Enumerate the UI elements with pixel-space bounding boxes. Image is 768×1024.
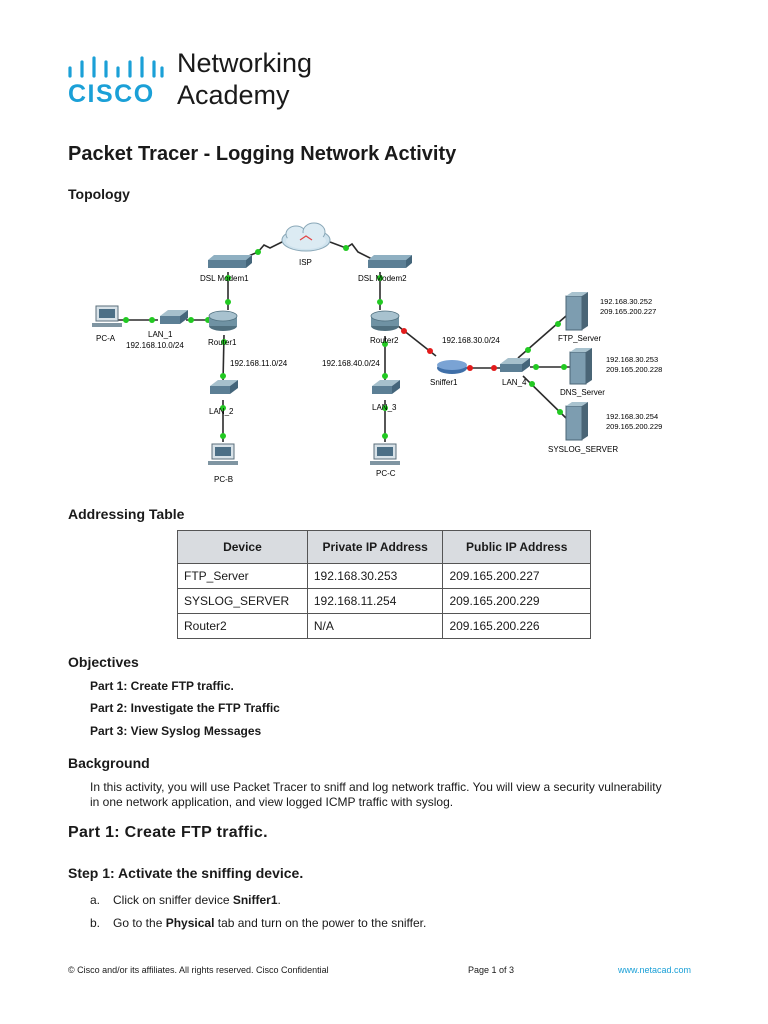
server-icon xyxy=(569,348,592,385)
objective-item: Part 3: View Syslog Messages xyxy=(90,724,262,738)
column-header: Device xyxy=(177,530,308,564)
objectives-heading: Objectives xyxy=(68,654,139,670)
lan3-label: LAN_3 xyxy=(372,403,397,412)
cloud-icon xyxy=(281,222,331,252)
table-cell: 209.165.200.227 xyxy=(442,563,591,589)
step-item-text: tab and turn on the power to the sniffer… xyxy=(214,916,427,930)
part1-heading: Part 1: Create FTP traffic. xyxy=(68,824,268,841)
dsl-modem2-label: DSL Modem2 xyxy=(358,274,407,283)
switch-icon xyxy=(500,358,530,372)
footer-website-link[interactable]: www.netacad.com xyxy=(618,965,692,975)
syslog-ip2-label: 209.165.200.229 xyxy=(606,422,662,431)
syslog-ip1-label: 192.168.30.254 xyxy=(606,412,658,421)
objective-item: Part 2: Investigate the FTP Traffic xyxy=(90,701,280,715)
pc-icon xyxy=(370,443,400,465)
switch-icon xyxy=(210,380,238,394)
column-header: Private IP Address xyxy=(306,530,444,564)
logo-academy-text: Academy xyxy=(177,80,290,110)
topology-heading: Topology xyxy=(68,186,130,202)
step-item: a. Click on sniffer device Sniffer1. xyxy=(90,893,281,907)
dsl-modem1-label: DSL Modem1 xyxy=(200,274,249,283)
ftp-server-label: FTP_Server xyxy=(558,334,601,343)
sniffer-icon xyxy=(437,360,467,374)
dns-server-label: DNS_Server xyxy=(560,388,605,397)
server-icon xyxy=(565,402,588,441)
cisco-wordmark: CISCO xyxy=(68,80,155,108)
lan1-label: LAN_1 xyxy=(148,330,173,339)
column-header: Public IP Address xyxy=(442,530,591,564)
dns-ip1-label: 192.168.30.253 xyxy=(606,355,658,364)
cisco-bars-logo-icon xyxy=(68,56,164,78)
pc-c-label: PC-C xyxy=(376,469,396,478)
switch-icon xyxy=(372,380,400,394)
step-item-text: Click on sniffer device xyxy=(113,893,233,907)
router2-label: Router2 xyxy=(370,336,399,345)
ftp-ip1-label: 192.168.30.252 xyxy=(600,297,652,306)
table-row: Router2 N/A 209.165.200.226 xyxy=(177,613,591,639)
pc-a-label: PC-A xyxy=(96,334,116,343)
document-title: Packet Tracer - Logging Network Activity xyxy=(68,143,457,165)
table-cell: N/A xyxy=(306,613,444,639)
background-line: In this activity, you will use Packet Tr… xyxy=(90,780,662,794)
table-cell: 209.165.200.229 xyxy=(442,588,591,614)
table-cell: FTP_Server xyxy=(177,563,308,589)
addressing-table-heading: Addressing Table xyxy=(68,506,185,522)
link-isp-modem2 xyxy=(329,241,379,263)
background-heading: Background xyxy=(68,755,150,771)
table-row: FTP_Server 192.168.30.253 209.165.200.22… xyxy=(177,563,591,589)
lan1-network-label: 192.168.10.0/24 xyxy=(126,341,184,350)
footer-copyright: © Cisco and/or its affiliates. All right… xyxy=(68,965,329,975)
lan4-network-label: 192.168.30.0/24 xyxy=(442,336,500,345)
table-cell: 192.168.11.254 xyxy=(306,588,444,614)
lan4-label: LAN_4 xyxy=(502,378,527,387)
router-icon xyxy=(208,310,238,331)
step-item-label: a. xyxy=(90,893,101,907)
server-icon xyxy=(565,292,588,331)
background-line: in one network application, and view log… xyxy=(90,795,454,809)
step-item-text: . xyxy=(277,893,281,907)
step-item-bold: Physical xyxy=(165,916,215,930)
lan2-label: LAN_2 xyxy=(209,407,234,416)
objective-item: Part 1: Create FTP traffic. xyxy=(90,679,234,693)
table-row: SYSLOG_SERVER 192.168.11.254 209.165.200… xyxy=(177,588,591,614)
dns-ip2-label: 209.165.200.228 xyxy=(606,365,662,374)
table-cell: 192.168.30.253 xyxy=(306,563,444,589)
router2-network-label: 192.168.40.0/24 xyxy=(322,359,380,368)
step-item-bold: Sniffer1 xyxy=(232,893,278,907)
sniffer1-label: Sniffer1 xyxy=(430,378,458,387)
footer-page-number: Page 1 of 3 xyxy=(468,965,515,975)
modem-icon xyxy=(368,255,412,268)
ftp-ip2-label: 209.165.200.227 xyxy=(600,307,656,316)
topology-diagram: ISP DSL Modem1 DSL Modem2 Router1 192.16… xyxy=(92,222,662,484)
addressing-table: Device Private IP Address Public IP Addr… xyxy=(177,530,591,639)
switch-icon xyxy=(160,310,188,324)
table-header-row: Device Private IP Address Public IP Addr… xyxy=(177,530,591,564)
step-item: b. Go to the Physical tab and turn on the… xyxy=(90,916,426,930)
pc-icon xyxy=(92,305,122,327)
step-item-label: b. xyxy=(90,916,101,930)
router1-network-label: 192.168.11.0/24 xyxy=(230,359,288,368)
pc-b-label: PC-B xyxy=(214,475,233,484)
step-item-text: Go to the xyxy=(113,916,166,930)
table-cell: Router2 xyxy=(177,613,308,639)
isp-label: ISP xyxy=(299,258,312,267)
table-cell: 209.165.200.226 xyxy=(442,613,591,639)
router-icon xyxy=(370,310,400,331)
background-paragraph: In this activity, you will use Packet Tr… xyxy=(90,780,710,810)
modem-icon xyxy=(208,255,252,268)
pc-icon xyxy=(208,443,238,465)
syslog-server-label: SYSLOG_SERVER xyxy=(548,445,618,454)
logo-networking-text: Networking xyxy=(177,48,313,78)
table-cell: SYSLOG_SERVER xyxy=(177,588,308,614)
router1-label: Router1 xyxy=(208,338,237,347)
step1-heading: Step 1: Activate the sniffing device. xyxy=(68,865,304,881)
